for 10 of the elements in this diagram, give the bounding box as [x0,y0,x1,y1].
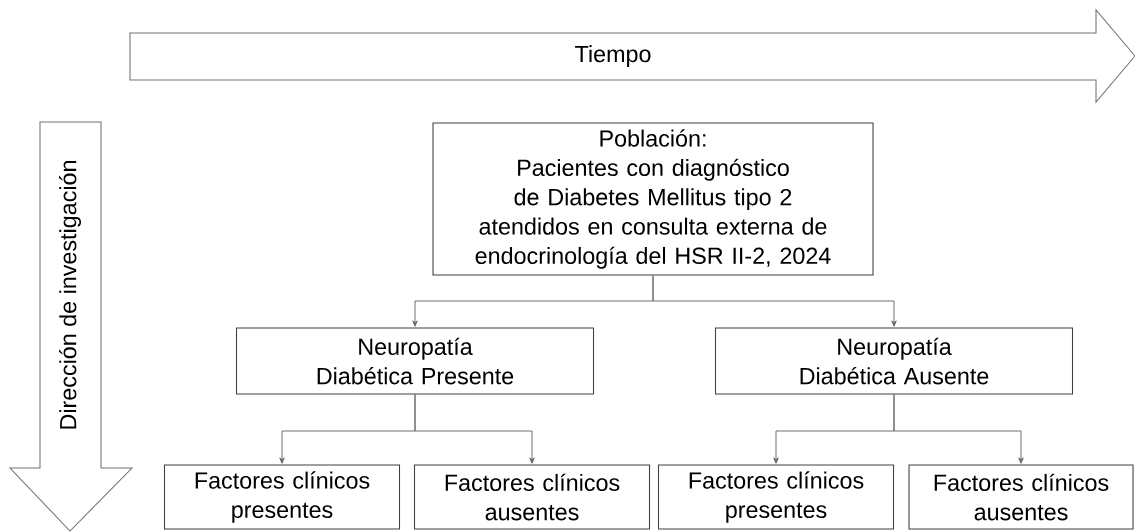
process-box: Neuropatía Diabética Presente [235,327,595,395]
process-box: Factores clínicos ausentes [413,464,651,530]
arrow [893,394,1024,464]
arrow [414,394,535,464]
process-box: Factores clínicos ausentes [908,464,1134,530]
process-box: Factores clínicos presentes [657,464,895,530]
arrow [652,275,897,327]
process-box: Neuropatía Diabética Ausente [714,327,1074,395]
process-box: Factores clínicos presentes [163,464,401,530]
process-box: Población: Pacientes con diagnóstico de Diabetes Mellitus tipo 2 atendidos en consulta externa de endocrinología del HSR II-2, 2024 [432,122,874,276]
